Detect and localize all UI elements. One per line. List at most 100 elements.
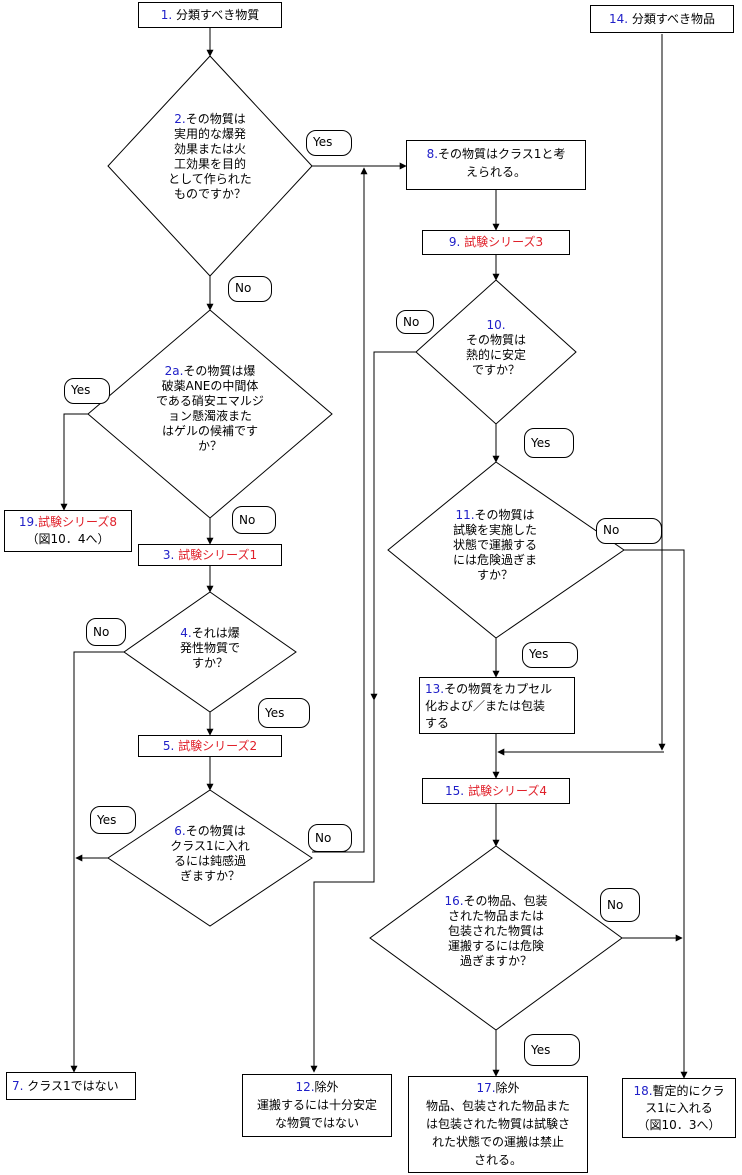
node-4-text: 4.それは爆 発性物質で すか？ <box>160 626 260 671</box>
node-2-line-2: 実用的な爆発 <box>173 127 246 141</box>
node-16-line-1: その物品、包装 <box>463 894 548 908</box>
node-3-number: 3. <box>162 548 175 562</box>
node-16-line-3: 包装された物質は <box>447 924 544 938</box>
node-2a-line-5: はゲルの候補です <box>161 424 258 438</box>
node-9-number: 9. <box>448 235 461 249</box>
node-17-number: 17. <box>476 1081 496 1095</box>
node-18-line-3: （図10．3へ） <box>637 1118 721 1132</box>
node-1-number: 1. <box>160 8 173 22</box>
node-15-text: 試験シリーズ4 <box>467 784 547 798</box>
node-18-box: 18.暫定的にクラ ス1に入れる （図10．3へ） <box>622 1078 736 1138</box>
node-13-number: 13. <box>425 682 445 696</box>
label-no-11: No <box>596 518 662 544</box>
label-yes-11: Yes <box>522 642 578 668</box>
label-yes-2a: Yes <box>64 378 110 404</box>
node-2a-text: 2a.その物質は爆 破薬ANEの中間体 である硝安エマルジ ョン懸濁液また はゲ… <box>140 364 280 454</box>
node-16-text: 16.その物品、包装 された物品または 包装された物質は 運搬するには危険 過ぎ… <box>426 894 566 969</box>
node-2-line-3: 効果または火 <box>173 142 246 156</box>
node-2a-line-6: か？ <box>197 439 222 453</box>
arrow-10-to-12 <box>370 351 416 701</box>
node-8-line-1: その物質はクラス1と考 <box>438 147 566 161</box>
label-no-6: No <box>308 824 352 852</box>
label-no-4: No <box>86 618 126 646</box>
node-7-number: 7. <box>12 1079 24 1093</box>
node-2a-line-2: 破薬ANEの中間体 <box>161 379 259 393</box>
arrow-11-to-18 <box>624 549 688 1079</box>
node-14-box: 14. 分類すべき物品 <box>590 5 734 33</box>
node-1-text: 分類すべき物質 <box>176 8 260 22</box>
node-10-line-3: ですか？ <box>471 363 520 377</box>
node-10-text: 10. その物質は 熱的に安定 ですか？ <box>436 318 556 378</box>
node-16-line-4: 運搬するには危険 <box>447 939 544 953</box>
node-15-box: 15. 試験シリーズ4 <box>422 778 570 804</box>
node-4-line-2: 発性物質で <box>179 641 240 655</box>
label-yes-4: Yes <box>258 698 310 728</box>
node-16-number: 16. <box>444 894 464 908</box>
node-6-number: 6. <box>174 824 186 838</box>
node-5-number: 5. <box>162 739 175 753</box>
node-14-text: 分類すべき物品 <box>631 12 716 26</box>
node-12-line-1: 運搬するには十分安定 <box>256 1098 377 1112</box>
node-12-number: 12. <box>295 1080 315 1094</box>
node-18-line-1: 暫定的にクラ <box>652 1084 725 1098</box>
node-6-line-3: るには鈍感過 <box>173 854 246 868</box>
label-no-2: No <box>228 276 272 302</box>
arrow-6-to-8 <box>312 167 368 853</box>
node-5-box: 5. 試験シリーズ2 <box>138 735 282 757</box>
node-6-line-1: その物質は <box>185 824 246 838</box>
node-8-box: 8.その物質はクラス1と考 えられる。 <box>406 140 586 190</box>
arrow-4-to-7 <box>70 651 124 1073</box>
node-2-line-5: として作られた <box>168 172 252 186</box>
node-11-line-4: には危険過ぎま <box>452 553 537 567</box>
node-11-text: 11.その物質は 試験を実施した 状態で運搬する には危険過ぎま すか？ <box>430 508 560 583</box>
node-9-box: 9. 試験シリーズ3 <box>422 230 570 255</box>
node-3-text: 試験シリーズ1 <box>178 548 258 562</box>
label-yes-2: Yes <box>306 130 352 156</box>
node-15-number: 15. <box>445 784 465 798</box>
node-2a-line-1: その物質は爆 <box>183 364 256 378</box>
node-11-number: 11. <box>455 508 475 522</box>
node-2-text: 2.その物質は 実用的な爆発 効果または火 工効果を目的 として作られた もので… <box>150 112 270 202</box>
node-19-box: 19.試験シリーズ8 （図10．4へ） <box>4 510 132 552</box>
node-6-line-4: ぎますか？ <box>179 869 240 883</box>
label-yes-10: Yes <box>524 428 574 458</box>
node-17-line-1: 物品、包装された物品また <box>425 1099 570 1113</box>
node-7-box: 7. クラス1ではない <box>6 1072 136 1100</box>
node-17-title: 除外 <box>495 1081 520 1095</box>
node-18-number: 18. <box>633 1084 653 1098</box>
node-4-line-1: それは爆 <box>191 626 240 640</box>
node-2-line-4: 工効果を目的 <box>173 157 246 171</box>
node-2-number: 2. <box>174 112 186 126</box>
node-11-line-2: 試験を実施した <box>452 523 537 537</box>
arrow-2a-to-19 <box>60 413 88 511</box>
node-19-number: 19. <box>18 515 39 529</box>
label-yes-16: Yes <box>524 1034 580 1066</box>
node-19-text: 試験シリーズ8 <box>38 515 118 529</box>
node-2a-number: 2a. <box>164 364 184 378</box>
node-17-line-4: される。 <box>473 1153 522 1167</box>
node-18-line-2: ス1に入れる <box>645 1101 713 1115</box>
node-12-title: 除外 <box>314 1080 339 1094</box>
node-19-line-2: （図10．4へ） <box>26 532 110 546</box>
label-no-16: No <box>600 888 640 922</box>
node-6-line-2: クラス1に入れ <box>170 839 250 853</box>
node-4-number: 4. <box>180 626 192 640</box>
node-10-number: 10. <box>486 318 506 332</box>
node-2-line-6: ものですか？ <box>173 187 246 201</box>
node-17-line-2: は包装された物質は試験さ <box>425 1117 570 1131</box>
node-2a-line-3: である硝安エマルジ <box>156 394 264 408</box>
node-4-line-3: すか？ <box>191 656 228 670</box>
label-no-2a: No <box>232 506 276 534</box>
node-7-text: クラス1ではない <box>27 1079 119 1093</box>
node-9-text: 試験シリーズ3 <box>464 235 544 249</box>
arrow-10-to-12-b <box>310 700 375 1073</box>
node-8-line-2: えられる。 <box>465 165 526 179</box>
node-6-text: 6.その物質は クラス1に入れ るには鈍感過 ぎますか？ <box>150 824 270 884</box>
node-2-line-1: その物質は <box>185 112 246 126</box>
node-13-line-2: 化および／または包装 <box>425 699 546 713</box>
node-12-line-2: な物質ではない <box>274 1116 359 1130</box>
node-16-line-5: 過ぎますか？ <box>459 954 532 968</box>
node-11-line-1: その物質は <box>474 508 535 522</box>
node-11-line-5: すか？ <box>476 568 513 582</box>
node-8-number: 8. <box>426 147 439 161</box>
